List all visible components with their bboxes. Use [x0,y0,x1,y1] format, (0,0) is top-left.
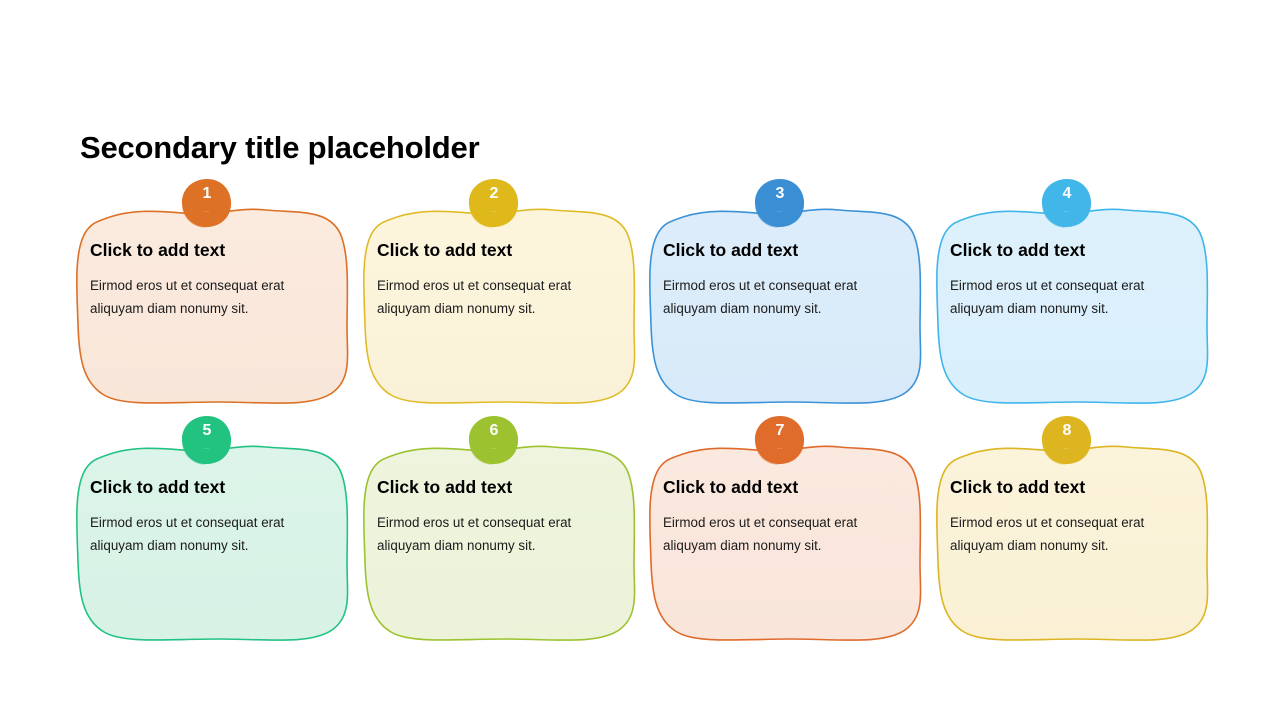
card-text-1[interactable]: Eirmod eros ut et consequat erat aliquya… [90,278,285,317]
page-title: Secondary title placeholder [80,130,480,165]
card-heading-1[interactable]: Click to add text [90,240,226,260]
card-text-6[interactable]: Eirmod eros ut et consequat erat aliquya… [377,515,572,554]
card-shape-6 [363,445,636,641]
card-text-2[interactable]: Eirmod eros ut et consequat erat aliquya… [377,278,572,317]
number-badge-5[interactable]: 5.. [180,414,234,466]
number-badge-7[interactable]: 7.. [753,414,807,466]
card-text-7[interactable]: Eirmod eros ut et consequat erat aliquya… [663,515,858,554]
card-heading-6[interactable]: Click to add text [377,477,513,497]
card-shape-3 [649,208,922,404]
number-badge-4[interactable]: 4.. [1040,177,1094,229]
card-heading-7[interactable]: Click to add text [663,477,799,497]
card-shape-5 [76,445,349,641]
card-shape-4 [936,208,1209,404]
number-badge-1[interactable]: 1.. [180,177,234,229]
card-text-3[interactable]: Eirmod eros ut et consequat erat aliquya… [663,278,858,317]
badge-shape-icon-4 [1041,179,1092,228]
badge-shape-icon-8 [1041,416,1092,465]
card-heading-5[interactable]: Click to add text [90,477,226,497]
number-badge-2[interactable]: 2.. [467,177,521,229]
badge-shape-icon-6 [468,416,519,465]
number-badge-6[interactable]: 6.. [467,414,521,466]
card-shape-1 [76,208,349,404]
card-heading-3[interactable]: Click to add text [663,240,799,260]
badge-shape-icon-1 [181,179,232,228]
badge-shape-icon-2 [468,179,519,228]
card-shape-8 [936,445,1209,641]
number-badge-8[interactable]: 8.. [1040,414,1094,466]
card-shape-7 [649,445,922,641]
card-text-8[interactable]: Eirmod eros ut et consequat erat aliquya… [950,515,1145,554]
card-text-5[interactable]: Eirmod eros ut et consequat erat aliquya… [90,515,285,554]
card-text-4[interactable]: Eirmod eros ut et consequat erat aliquya… [950,278,1145,317]
card-heading-2[interactable]: Click to add text [377,240,513,260]
card-shape-2 [363,208,636,404]
card-heading-4[interactable]: Click to add text [950,240,1086,260]
card-heading-8[interactable]: Click to add text [950,477,1086,497]
badge-shape-icon-7 [754,416,805,465]
badge-shape-icon-3 [754,179,805,228]
badge-shape-icon-5 [181,416,232,465]
number-badge-3[interactable]: 3.. [753,177,807,229]
